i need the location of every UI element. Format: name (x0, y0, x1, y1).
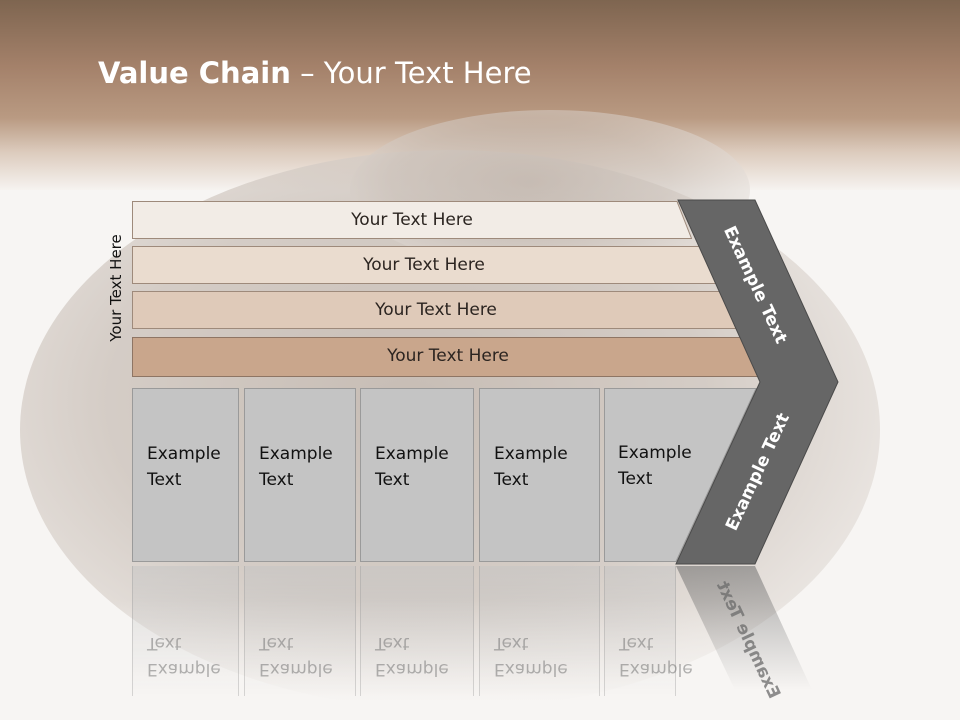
title-bold: Value Chain (98, 56, 291, 90)
box-3-reflection: Example Text (360, 566, 474, 696)
box-5: Example Text (604, 388, 764, 562)
box-5-label: Example Text (618, 443, 692, 489)
box-4-label: Example Text (494, 444, 568, 490)
box-4: Example Text (479, 388, 600, 562)
bar-3-label: Your Text Here (375, 300, 497, 320)
box-5-reflection: Example Text (604, 566, 693, 696)
box-1: Example Text (132, 388, 239, 562)
box-2-label: Example Text (259, 444, 333, 490)
box-3-label: Example Text (375, 444, 449, 490)
bar-4-label: Your Text Here (387, 346, 509, 366)
chevron-reflection (676, 566, 812, 690)
bar-4: Your Text Here (132, 337, 764, 377)
bar-1: Your Text Here (132, 201, 692, 239)
box-2-reflection: Example Text (244, 566, 356, 696)
background-truffle-image-top (350, 110, 750, 270)
bar-2-label: Your Text Here (363, 255, 485, 275)
bar-1-label: Your Text Here (351, 210, 473, 230)
box-4-reflection: Example Text (479, 566, 600, 696)
box-2: Example Text (244, 388, 356, 562)
box-1-reflection: Example Text (132, 566, 239, 696)
chevron-shape (675, 199, 839, 565)
slide-title: Value Chain – Your Text Here (98, 56, 532, 90)
title-rest: – Your Text Here (290, 56, 532, 90)
box-3: Example Text (360, 388, 474, 562)
box-1-label: Example Text (147, 444, 221, 490)
